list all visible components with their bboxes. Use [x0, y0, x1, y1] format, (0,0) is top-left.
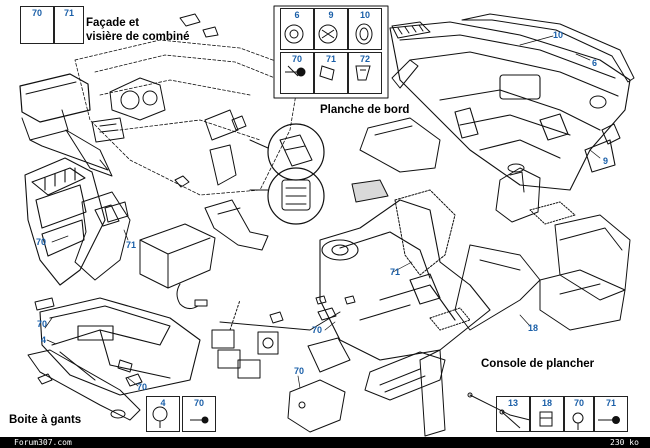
clip-icon [319, 65, 335, 81]
lower-dashboard-trim [359, 117, 441, 173]
callout-70-glovebox-top: 70 [37, 319, 48, 329]
gear-knob-boot [495, 163, 541, 223]
detail-circle-top [267, 123, 325, 181]
callout-71-fascia: 71 [126, 240, 137, 250]
defrost-grille [391, 21, 431, 39]
cluster-visor-part [19, 73, 109, 171]
detail-circle-bottom [267, 167, 325, 225]
callout-9: 9 [603, 156, 609, 166]
clip-part [344, 295, 356, 305]
callout-71-console: 71 [390, 267, 401, 277]
floor-console [319, 199, 491, 361]
clip-part [174, 175, 190, 188]
callout-6: 6 [592, 58, 598, 68]
callout-18: 18 [528, 323, 539, 333]
part-box-10: 10 [348, 8, 382, 50]
part-box-71-top-left: 71 [54, 6, 84, 44]
console-rear-bin [539, 269, 626, 331]
fascia-insert [74, 191, 131, 281]
callout-4: 4 [41, 335, 47, 345]
cable-harness [467, 392, 531, 421]
part-box-18: 18 [530, 396, 564, 432]
clip-part [315, 295, 327, 305]
callout-70-console: 70 [312, 325, 323, 335]
console-right-panel [454, 244, 541, 331]
section-label-facade-line2: visière de combiné [86, 31, 190, 43]
screw-icon [190, 416, 209, 424]
clip-part [202, 26, 219, 38]
clip-part [110, 409, 126, 419]
cup-holder-bin [307, 337, 351, 373]
screw-icon [285, 65, 306, 77]
clip-part [179, 13, 201, 27]
instrument-cluster-facade [109, 77, 239, 186]
gear-icon [318, 24, 338, 44]
part-box-13: 13 [496, 396, 530, 432]
airbag-module [287, 379, 346, 433]
push-pin-icon [572, 412, 584, 430]
clip-part [231, 115, 247, 131]
clip-part [317, 307, 337, 321]
center-fascia-left [24, 157, 106, 286]
part-box-72: 72 [348, 52, 382, 94]
cable-tie-icon [499, 409, 521, 429]
glove-box [39, 297, 201, 396]
section-label-boite: Boite à gants [9, 414, 82, 426]
side-vent-left [391, 59, 419, 89]
part-box-70-bottom-center: 70 [182, 396, 216, 432]
radio-unit [139, 223, 216, 310]
callout-10: 10 [553, 30, 564, 40]
ring-icon [355, 23, 373, 45]
clip-icon [355, 65, 371, 81]
section-label-planche: Planche de bord [320, 104, 410, 116]
clip-part [34, 297, 55, 311]
part-box-70-planche: 70 [280, 52, 314, 94]
callout-70-glovebox: 70 [137, 382, 148, 392]
part-box-71-bottom-right: 71 [594, 396, 628, 432]
glove-box-lid [27, 349, 141, 421]
footer-size: 230 ko [610, 438, 639, 447]
clip-part [269, 311, 284, 324]
part-box-6: 6 [280, 8, 314, 50]
screw-icon [598, 416, 620, 424]
callout-70-airbag: 70 [294, 366, 305, 376]
clip-part [117, 359, 133, 373]
part-box-71-planche: 71 [314, 52, 348, 94]
section-label-facade-line1: Façade et [86, 17, 140, 29]
callout-70-fascia: 70 [36, 237, 47, 247]
console-left-trim [394, 189, 456, 276]
section-label-console: Console de plancher [481, 358, 595, 370]
clip-part [125, 373, 143, 387]
footer-bar: Forum307.com 230 ko [0, 437, 650, 448]
gear-trim-mat [529, 201, 576, 225]
cluster-trim-strip [65, 129, 113, 177]
rear-vent-duct [364, 349, 446, 437]
dashboard-outline [74, 39, 301, 196]
left-vent-parts [91, 117, 125, 143]
glovebox-support [104, 201, 129, 223]
footer-site: Forum307.com [14, 438, 72, 447]
windscreen-strip [461, 13, 635, 83]
part-box-70-bottom-right: 70 [564, 396, 594, 432]
clip-icon [539, 411, 553, 427]
switch-blocks [211, 329, 279, 379]
grille-part [351, 179, 389, 203]
side-vent-right [589, 95, 621, 145]
part-box-9: 9 [314, 8, 348, 50]
part-box-70-top-left: 70 [20, 6, 54, 44]
part-box-4: 4 [146, 396, 180, 432]
leader-lines [44, 35, 601, 389]
fuse-panel [204, 199, 269, 251]
push-pin-icon [152, 406, 168, 428]
knob-icon [284, 24, 304, 44]
clip-part [37, 373, 53, 385]
mat-grid [429, 307, 471, 331]
